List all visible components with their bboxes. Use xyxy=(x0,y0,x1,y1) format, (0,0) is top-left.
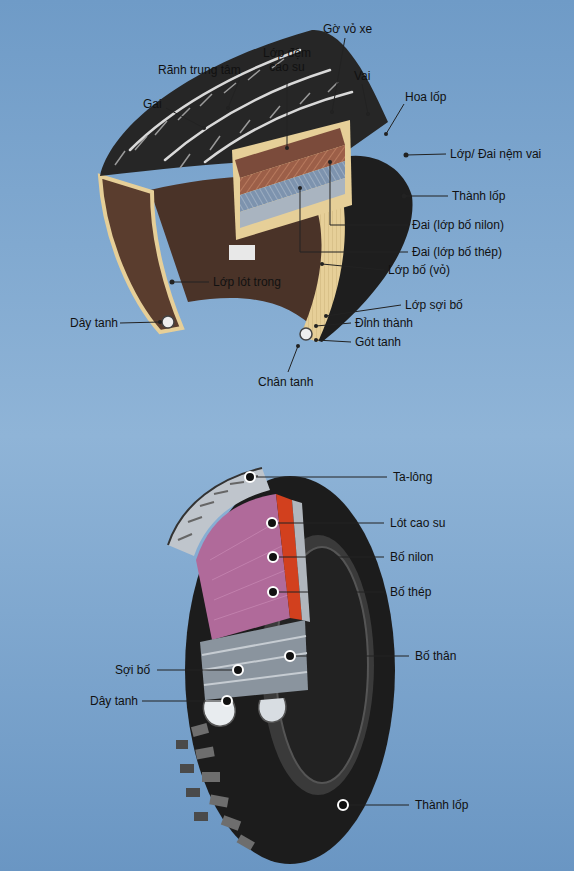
part-label: Thành lốp xyxy=(452,189,505,203)
part-label: Đỉnh thành xyxy=(355,316,413,330)
part-label: Bố thép xyxy=(390,585,431,599)
part-label: Gai xyxy=(143,97,162,111)
part-label: Dây tanh xyxy=(70,316,118,330)
part-label: Ta-lông xyxy=(393,470,432,484)
part-label: Lớp bố (vỏ) xyxy=(388,263,450,277)
part-label: Sợi bố xyxy=(115,663,150,677)
part-label: Đai (lớp bố nilon) xyxy=(412,218,504,232)
part-label: Lớp sợi bố xyxy=(405,298,463,312)
part-label: Bố nilon xyxy=(390,550,433,564)
part-label: Bố thân xyxy=(415,649,456,663)
part-label: Chân tanh xyxy=(258,375,313,389)
part-label: Lót cao su xyxy=(390,516,445,530)
part-label: Hoa lốp xyxy=(405,90,446,104)
part-label: Thành lốp xyxy=(415,798,468,812)
part-label: Lớp đệm cao su xyxy=(256,46,318,74)
part-label: Rãnh trung tâm xyxy=(158,63,241,77)
part-label: Lớp lót trong xyxy=(213,275,281,289)
part-label: Dây tanh xyxy=(90,694,138,708)
part-label: Vai xyxy=(354,69,370,83)
part-label: Đai (lớp bố thép) xyxy=(412,245,502,259)
part-label: Gờ vỏ xe xyxy=(323,22,372,36)
part-label: Gót tanh xyxy=(355,335,401,349)
part-label: Lớp/ Đai nệm vai xyxy=(450,147,541,161)
